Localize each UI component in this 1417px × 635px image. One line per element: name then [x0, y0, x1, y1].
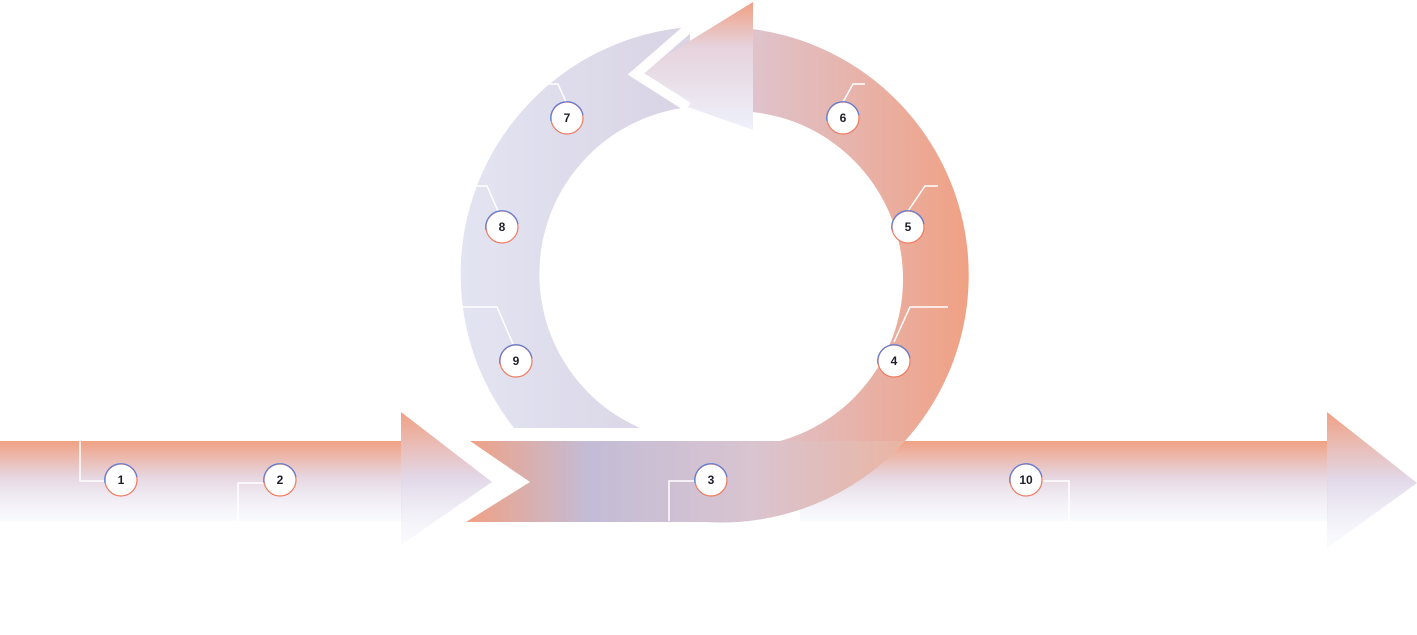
- marker-outline-accent: [104, 463, 138, 484]
- leader-2: [237, 482, 264, 521]
- leader-3: [668, 480, 695, 521]
- marker-10: 10: [1009, 463, 1043, 497]
- marker-outline-accent: [694, 463, 728, 484]
- leader-4: [893, 306, 948, 343]
- leader-8: [472, 185, 499, 212]
- marker-outline-accent: [891, 210, 925, 231]
- leader-1: [79, 441, 105, 482]
- left-band: [0, 441, 402, 521]
- right-arrowhead: [1327, 412, 1417, 548]
- ring-left-arc: [460, 27, 690, 428]
- marker-outline-accent: [499, 344, 533, 365]
- marker-2: 2: [263, 463, 297, 497]
- marker-outline-accent: [1009, 463, 1043, 484]
- marker-label: 3: [708, 473, 715, 487]
- ring-right-arc: [752, 29, 969, 441]
- marker-label: 1: [118, 473, 125, 487]
- marker-1: 1: [104, 463, 138, 497]
- marker-label: 8: [499, 220, 506, 234]
- marker-label: 9: [513, 354, 520, 368]
- left-arrowhead: [401, 412, 492, 545]
- left-flow-arrow: [0, 412, 492, 545]
- marker-label: 4: [891, 354, 898, 368]
- marker-label: 10: [1019, 473, 1033, 487]
- marker-8: 8: [485, 210, 519, 244]
- leader-9: [460, 306, 514, 345]
- marker-6: 6: [826, 101, 860, 135]
- marker-5: 5: [891, 210, 925, 244]
- marker-7: 7: [550, 101, 584, 135]
- marker-outline-accent: [263, 463, 297, 484]
- marker-label: 6: [840, 111, 847, 125]
- ring-notch-line: [627, 23, 694, 112]
- leader-lines: [79, 83, 1070, 521]
- leader-10: [1043, 480, 1070, 521]
- marker-label: 5: [905, 220, 912, 234]
- leader-5: [907, 185, 938, 212]
- markers: 1 2 3 4 5 6 7 8 9 10: [104, 101, 1043, 497]
- ring-bottom-band: [466, 441, 905, 523]
- marker-outline-accent: [826, 101, 860, 122]
- marker-9: 9: [499, 344, 533, 378]
- leader-6: [842, 83, 865, 103]
- cycle-ring: [460, 2, 969, 523]
- marker-label: 2: [277, 473, 284, 487]
- marker-outline-accent: [550, 101, 584, 122]
- marker-outline-accent: [877, 344, 911, 365]
- marker-3: 3: [694, 463, 728, 497]
- marker-label: 7: [564, 111, 571, 125]
- leader-7: [546, 83, 567, 103]
- ring-top-arrowhead: [636, 2, 753, 130]
- marker-4: 4: [877, 344, 911, 378]
- marker-outline-accent: [485, 210, 519, 231]
